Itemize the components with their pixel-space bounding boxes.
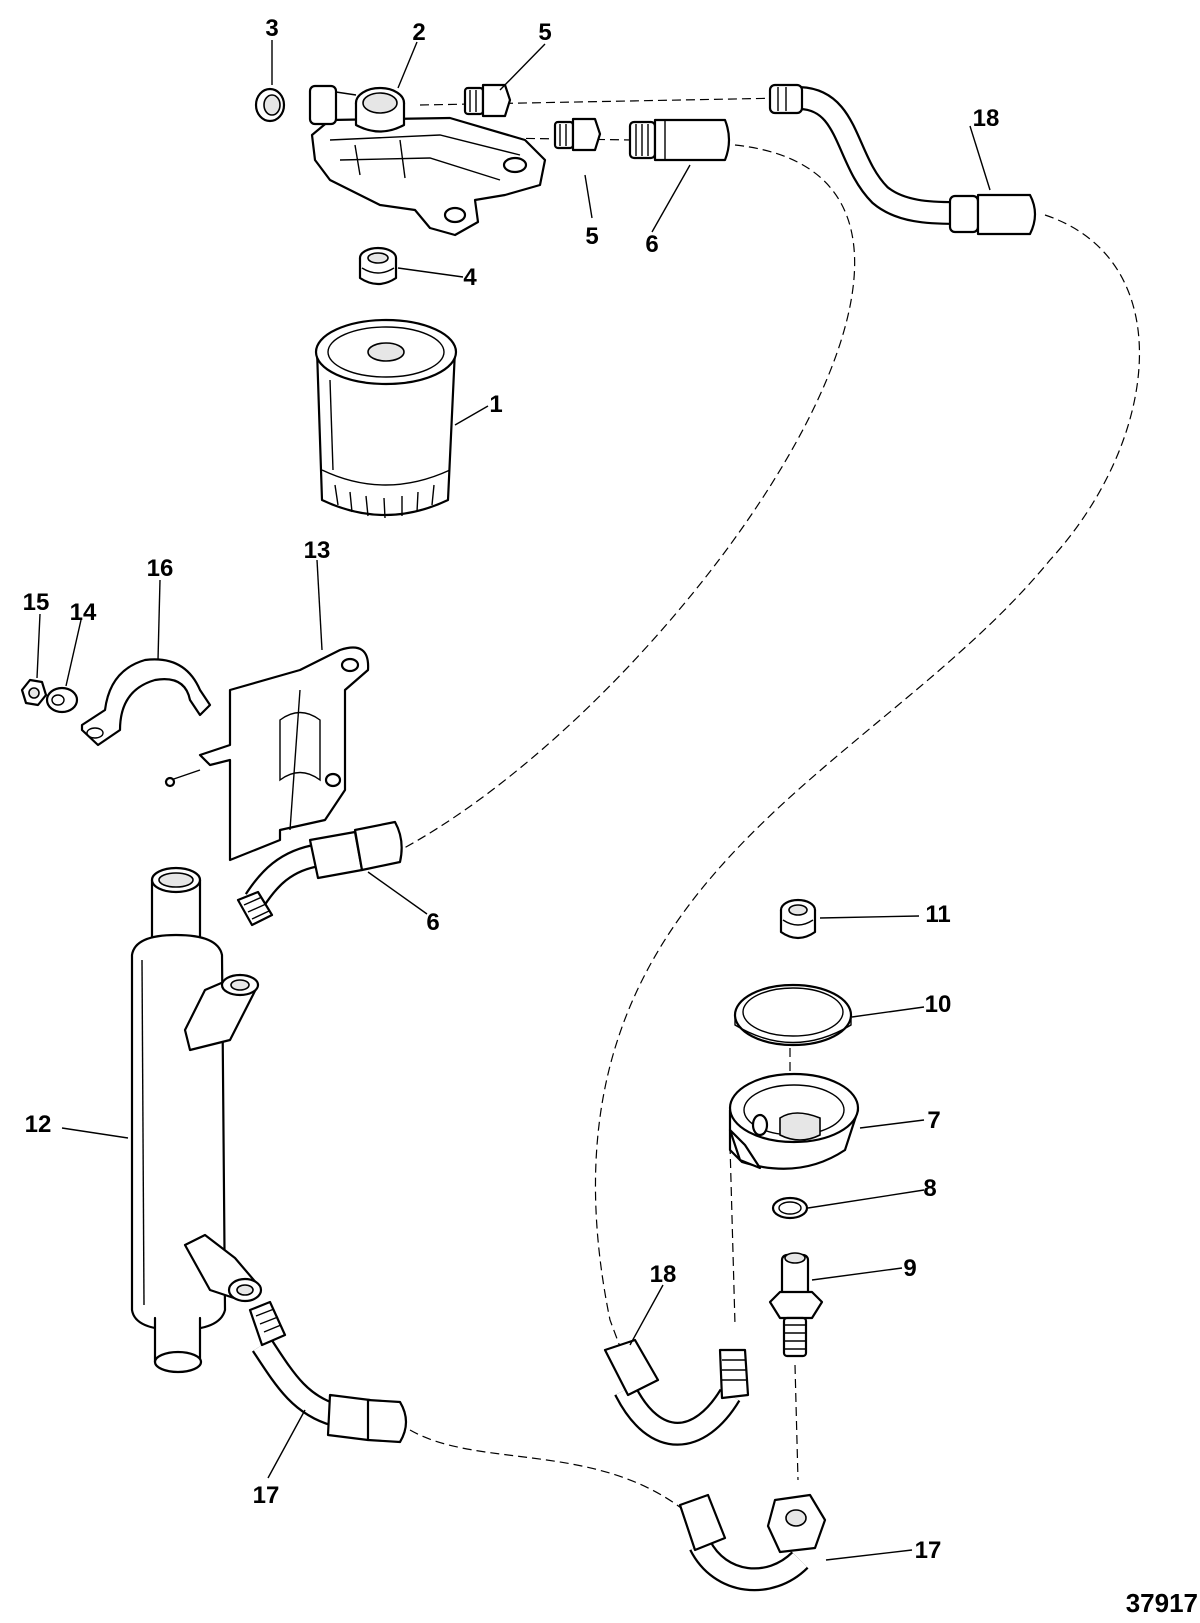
connector-right (779, 898, 817, 940)
seal-ring (733, 983, 853, 1047)
filter-adapter-bracket (308, 84, 547, 237)
callout-15: 15 (23, 589, 50, 616)
clamp (80, 658, 212, 747)
callout-6-upper: 6 (645, 231, 658, 258)
nut (20, 678, 48, 707)
fitting-lower (553, 117, 602, 152)
dashed-hose-paths (369, 97, 1141, 1516)
callout-12: 12 (25, 1111, 52, 1138)
leader-lines (36, 40, 991, 1561)
callout-5-lower: 5 (585, 223, 598, 250)
callout-1: 1 (489, 391, 502, 418)
callout-2: 2 (412, 19, 425, 46)
callout-11: 11 (925, 901, 950, 928)
callout-14: 14 (70, 599, 97, 626)
callout-5-upper: 5 (538, 19, 551, 46)
callout-10: 10 (925, 991, 952, 1018)
callout-7: 7 (927, 1107, 940, 1134)
o-ring (771, 1196, 809, 1220)
adapter-housing (728, 1072, 860, 1170)
mounting-bracket (164, 646, 370, 862)
oil-cooler (130, 866, 263, 1374)
fitting-upper (463, 83, 512, 118)
figure-number: 37917 (1126, 1588, 1198, 1618)
nipple-fitting (768, 1252, 824, 1358)
hose-right-jbend (678, 1493, 827, 1592)
callout-9: 9 (903, 1255, 916, 1282)
callout-6-lower: 6 (426, 909, 439, 936)
hose-upper-end (628, 118, 731, 162)
hose-lower-end (236, 820, 403, 927)
threaded-connector (358, 246, 398, 286)
callout-13: 13 (304, 537, 331, 564)
callout-18-upper: 18 (973, 105, 1000, 132)
plug (254, 87, 286, 123)
callout-8: 8 (923, 1175, 936, 1202)
hose-left-end (248, 1300, 408, 1444)
callout-17-right: 17 (915, 1537, 942, 1564)
hose-lower-ubend (603, 1338, 750, 1446)
callout-labels: 3 2 5 5 6 18 4 1 15 14 16 13 6 11 10 7 8… (23, 15, 1198, 1618)
callout-4: 4 (463, 264, 477, 291)
washer (45, 686, 79, 714)
callout-3: 3 (265, 15, 278, 42)
callout-18-lower: 18 (650, 1261, 677, 1288)
callout-16: 16 (147, 555, 174, 582)
callout-17-left: 17 (253, 1482, 280, 1509)
hose-upper-tube (768, 83, 1037, 236)
oil-filter (314, 318, 458, 519)
